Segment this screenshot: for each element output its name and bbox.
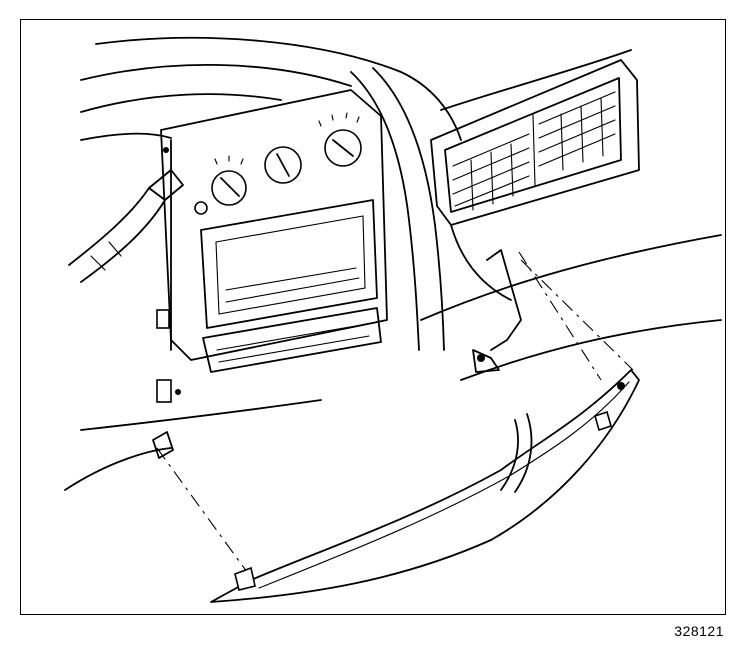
ac-vent-illustration xyxy=(430,59,640,226)
fan-knob xyxy=(211,170,247,206)
dash-top-contour xyxy=(80,36,632,141)
center-pillar xyxy=(350,67,445,351)
rear-defog-button xyxy=(194,201,208,215)
lower-dash-edge xyxy=(64,224,722,491)
figure-number: 328121 xyxy=(674,623,724,639)
trim-panel-illustration xyxy=(152,369,640,603)
illustration-frame xyxy=(20,19,726,615)
left-bracket xyxy=(156,309,170,329)
steering-column-stalk xyxy=(68,169,184,283)
radio-opening-illustration xyxy=(156,89,388,403)
right-support-bracket xyxy=(472,249,522,373)
left-lower-bracket xyxy=(156,379,172,403)
dashboard-trim-diagram xyxy=(64,36,722,603)
alignment-guides xyxy=(156,251,634,573)
